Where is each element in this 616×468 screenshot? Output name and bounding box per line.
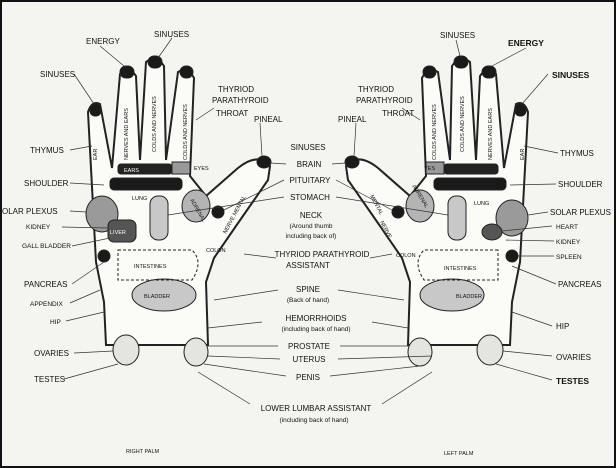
zone-stomach — [448, 196, 466, 240]
zone-ovaries — [113, 335, 139, 365]
label-ovaries: OVARIES — [556, 353, 591, 362]
label-appendix: APPENDIX — [30, 301, 64, 308]
label-ovaries: OVARIES — [34, 349, 69, 358]
label-spleen: SPLEEN — [556, 254, 582, 261]
label-finger-ear: EAR — [520, 149, 526, 160]
label-finger-nerves: NERVES AND EARS — [488, 108, 494, 160]
label-thymus: THYMUS — [30, 146, 64, 155]
label-finger-colds-2: COLDS AND NERVES — [432, 104, 438, 160]
caption-left-palm: LEFT PALM — [444, 451, 474, 457]
label-bladder: BLADDER — [144, 294, 170, 300]
label-pancreas: PANCREAS — [24, 280, 67, 289]
zone-uterus — [408, 338, 432, 366]
label-stomach: STOMACH — [290, 193, 330, 202]
label-eyes: YES — [424, 166, 435, 172]
label-eyes: EYES — [194, 166, 209, 172]
label-brain: BRAIN — [297, 160, 322, 169]
label-gall-bladder: GALL BLADDER — [22, 243, 71, 250]
label-sinuses-top: SINUSES — [154, 30, 189, 39]
label-hip: HIP — [50, 319, 61, 326]
zone-heart — [482, 224, 502, 240]
label-lung: LUNG — [474, 201, 489, 207]
label-neck-note-1: (Around thumb — [290, 223, 333, 230]
label-finger-colds-1: COLDS AND NERVES — [152, 96, 158, 152]
label-lung: LUNG — [132, 196, 147, 202]
label-testes: TESTES — [34, 375, 65, 384]
label-kidney: KIDNEY — [556, 239, 581, 246]
zone-brain — [257, 156, 271, 168]
label-hemorrhoids-note: (including back of hand) — [281, 326, 350, 333]
label-intestines: INTESTINES — [444, 266, 477, 272]
zone-sinus-4 — [90, 104, 101, 116]
label-colon: COLON — [396, 253, 416, 259]
label-parathyroid: PARATHYROID — [212, 96, 269, 105]
zone-pancreas — [98, 250, 110, 262]
label-hemorrhoids: HEMORRHOIDS — [286, 314, 347, 323]
zone-ovaries — [477, 335, 503, 365]
label-finger-nerves: NERVES AND EARS — [124, 108, 130, 160]
label-uterus: UTERUS — [293, 355, 326, 364]
label-spine: SPINE — [296, 285, 320, 294]
label-solar-plexus: SOLAR PLEXUS — [550, 208, 611, 217]
label-pancreas: PANCREAS — [558, 280, 601, 289]
label-sinuses-side: SINUSES — [40, 70, 75, 79]
zone-sinus-1 — [120, 66, 134, 78]
label-pituitary: PITUITARY — [289, 176, 331, 185]
label-pineal: PINEAL — [254, 115, 283, 124]
caption-right-palm: RIGHT PALM — [126, 449, 160, 455]
label-sinuses: SINUSES — [290, 143, 325, 152]
zone-spleen — [506, 250, 518, 262]
label-bladder: BLADDER — [456, 294, 482, 300]
zone-stomach — [150, 196, 168, 240]
label-spine-note: (Back of hand) — [287, 297, 329, 304]
label-finger-ear: EAR — [93, 149, 99, 160]
zone-brain — [345, 156, 359, 168]
zone-eyes — [172, 162, 190, 174]
zone-sinus-4 — [515, 104, 526, 116]
label-thyroid: THYRIOD — [358, 85, 394, 94]
label-thymus: THYMUS — [560, 149, 594, 158]
label-energy: ENERGY — [508, 38, 544, 48]
label-parathyroid: PARATHYROID — [356, 96, 413, 105]
label-ears: EARS — [124, 168, 139, 174]
zone-lung — [434, 178, 506, 190]
label-throat: THROAT — [216, 109, 248, 118]
label-penis: PENIS — [296, 373, 320, 382]
zone-sinus-1 — [482, 66, 496, 78]
zone-eyes-ears-band — [444, 164, 498, 174]
label-sinuses-side: SINUSES — [552, 70, 590, 80]
zone-sinus-2 — [454, 56, 468, 68]
label-shoulder: SHOULDER — [24, 179, 69, 188]
label-prostate: PROSTATE — [288, 342, 330, 351]
label-intestines: INTESTINES — [134, 264, 167, 270]
zone-sinus-2 — [148, 56, 162, 68]
label-solar-plexus: OLAR PLEXUS — [2, 207, 58, 216]
zone-lung — [110, 178, 182, 190]
label-pineal: PINEAL — [338, 115, 367, 124]
label-testes: TESTES — [556, 376, 589, 386]
label-lumbar-1: LOWER LUMBAR ASSISTANT — [261, 404, 372, 413]
label-liver: LIVER — [110, 230, 126, 236]
zone-sinus-3 — [423, 66, 436, 78]
label-finger-colds-1: COLDS AND NERVES — [460, 96, 466, 152]
label-thyroid-assistant-2: ASSISTANT — [286, 261, 330, 270]
label-finger-colds-2: COLDS AND NERVES — [183, 104, 189, 160]
label-colon: COLON — [206, 248, 226, 254]
label-throat: THROAT — [382, 109, 414, 118]
label-neck: NECK — [300, 211, 323, 220]
label-energy: ENERGY — [86, 37, 120, 46]
label-kidney: KIDNEY — [26, 224, 51, 231]
label-thyroid: THYRIOD — [218, 85, 254, 94]
label-heart: HEART — [556, 224, 578, 231]
label-sinuses-top: SINUSES — [440, 31, 475, 40]
zone-sinus-3 — [180, 66, 193, 78]
label-hip: HIP — [556, 322, 569, 331]
label-lumbar-2: (including back of hand) — [279, 417, 348, 424]
label-thyroid-assistant-1: THYRIOD PARATHYROID — [275, 250, 370, 259]
label-neck-note-2: including back of) — [286, 233, 337, 240]
zone-uterus — [184, 338, 208, 366]
label-shoulder: SHOULDER — [558, 180, 603, 189]
